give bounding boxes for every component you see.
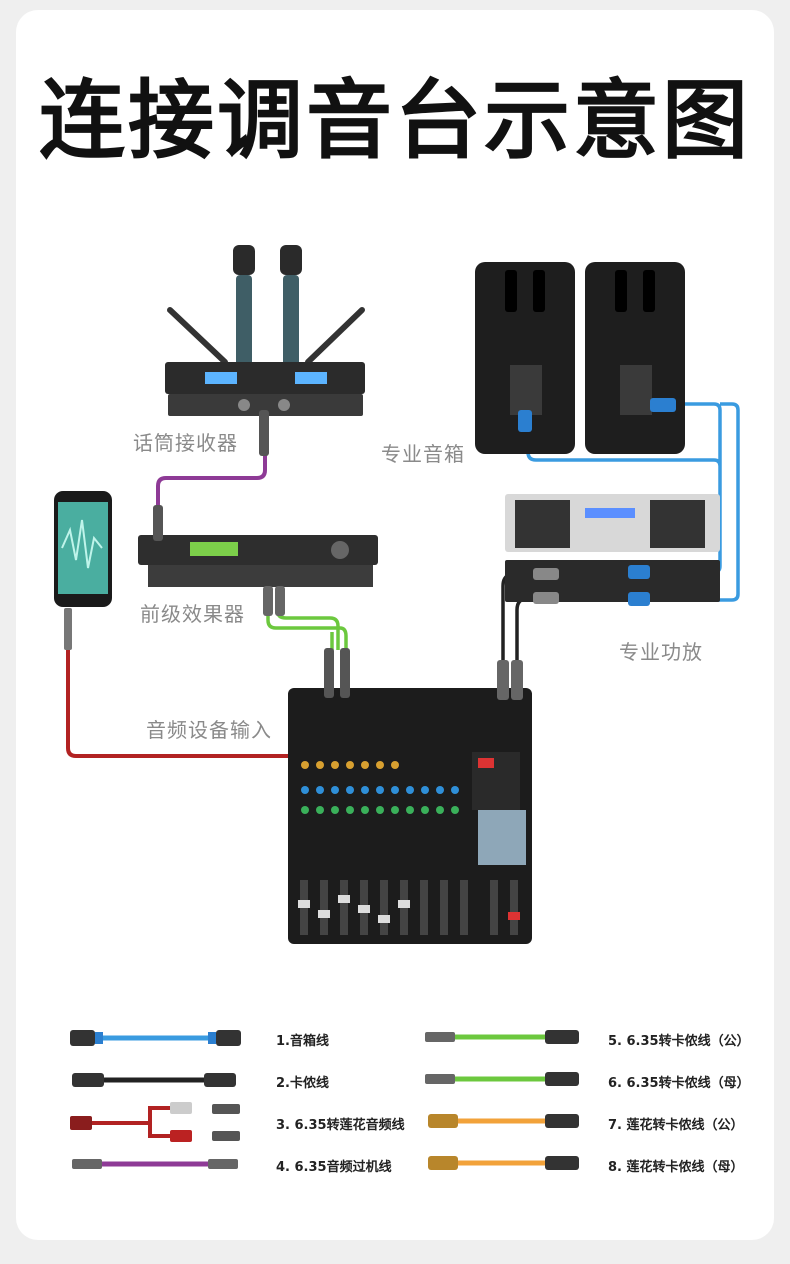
label-amplifier: 专业功放	[619, 640, 703, 664]
mic-head-icon	[233, 245, 255, 275]
speaker-right	[585, 262, 685, 454]
speakon-connector-icon	[628, 565, 650, 579]
legend-label: 3. 6.35转莲花音频线	[276, 1118, 405, 1133]
legend-cable-635-xlr-female	[425, 1072, 579, 1086]
legend-cable-rca-xlr-male	[428, 1114, 579, 1128]
jack-plug-icon	[340, 648, 350, 698]
jack-plug-icon	[259, 410, 269, 456]
mic-body-icon	[236, 275, 252, 370]
audio-mixer	[288, 648, 532, 944]
label-audio-input: 音频设备输入	[146, 718, 272, 742]
speakon-connector-icon	[628, 592, 650, 606]
legend-label: 8. 莲花转卡侬线（母）	[608, 1160, 744, 1175]
mic-body-icon	[283, 275, 299, 370]
jack-plug-icon	[153, 505, 163, 541]
content-card	[16, 10, 774, 1240]
phone-device	[54, 491, 112, 650]
cable-phone-to-mixer	[66, 648, 420, 758]
power-amplifier	[505, 494, 720, 606]
cable-receiver-to-effects	[156, 455, 267, 510]
mic-head-icon	[280, 245, 302, 275]
label-effects: 前级效果器	[140, 602, 245, 626]
jack-plug-icon	[64, 608, 72, 650]
label-receiver: 话筒接收器	[133, 431, 238, 455]
page-title: 连接调音台示意图	[39, 71, 751, 171]
microphone-receiver	[165, 245, 365, 456]
antenna-left-icon	[167, 307, 228, 365]
speaker-left	[475, 262, 575, 454]
label-speakers: 专业音箱	[381, 442, 465, 466]
speakon-connector-icon	[650, 398, 676, 412]
effects-processor	[138, 505, 378, 616]
legend-label: 4. 6.35音频过机线	[276, 1160, 392, 1175]
xlr-plug-icon	[533, 568, 559, 580]
jack-plug-icon	[324, 648, 334, 698]
xlr-plug-icon	[275, 586, 285, 616]
legend-label: 5. 6.35转卡侬线（公）	[608, 1034, 750, 1049]
legend-cable-speaker	[70, 1030, 241, 1046]
xlr-plug-icon	[533, 592, 559, 604]
legend-label: 6. 6.35转卡侬线（母）	[608, 1076, 750, 1091]
legend-cable-635-rca	[70, 1102, 240, 1142]
xlr-plug-icon	[497, 660, 509, 700]
legend-cable-xlr	[72, 1073, 236, 1087]
xlr-plug-icon	[263, 586, 273, 616]
legend-cable-rca-xlr-female	[428, 1156, 579, 1170]
legend-label: 2.卡侬线	[276, 1076, 329, 1091]
legend-cable-635-patch	[72, 1159, 238, 1169]
speakon-connector-icon	[518, 410, 532, 432]
legend-cable-635-xlr-male	[425, 1030, 579, 1044]
legend-label: 7. 莲花转卡侬线（公）	[608, 1118, 744, 1133]
legend-label: 1.音箱线	[276, 1034, 329, 1049]
xlr-plug-icon	[511, 660, 523, 700]
antenna-right-icon	[305, 307, 365, 365]
